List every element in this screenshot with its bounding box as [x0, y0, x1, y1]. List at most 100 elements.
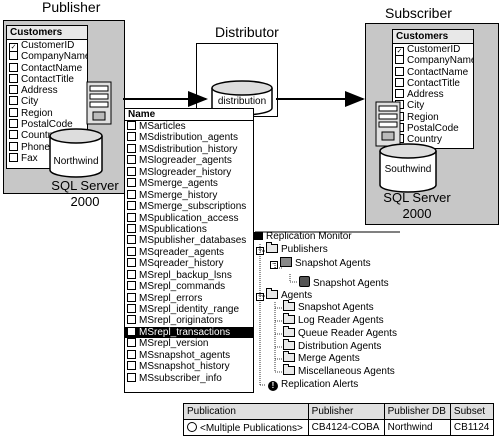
collapse-toggle-icon[interactable]: −	[256, 293, 264, 301]
publisher-field[interactable]: Region	[7, 107, 87, 119]
agent-item-label: Distribution Agents	[298, 341, 382, 352]
checkbox-icon[interactable]	[9, 73, 18, 83]
grid-header-publisher-db[interactable]: Publisher DB	[383, 403, 451, 420]
tree-snapshot-agents-item[interactable]: Snapshot Agents	[299, 276, 389, 289]
tree-replication-alerts[interactable]: !Replication Alerts	[268, 379, 358, 391]
grid-header-publication[interactable]: Publication	[183, 403, 309, 420]
name-column-header[interactable]: Name	[125, 109, 253, 121]
table-list-item[interactable]: MSmerge_agents	[125, 178, 253, 189]
table-list-item[interactable]: MSpublications	[125, 223, 253, 235]
distributor-label: Distributor	[215, 24, 279, 40]
publisher-field[interactable]: Address	[7, 85, 87, 96]
tree-publishers[interactable]: −Publishers	[256, 242, 328, 256]
publisher-field-label: Country	[21, 130, 57, 142]
table-list-item[interactable]: MSsnapshot_history	[125, 361, 253, 372]
checkbox-icon[interactable]	[395, 89, 404, 99]
table-icon	[127, 246, 136, 256]
checkbox-icon[interactable]	[9, 107, 18, 117]
publisher-field[interactable]: PostalCode	[7, 119, 87, 130]
checkbox-icon[interactable]	[395, 66, 404, 76]
checkbox-icon[interactable]	[395, 77, 404, 87]
checkbox-icon[interactable]	[395, 55, 404, 65]
table-list-item[interactable]: MSlogreader_history	[125, 166, 253, 178]
checkbox-icon[interactable]	[9, 130, 18, 140]
tree-agent-item[interactable]: Snapshot Agents	[283, 300, 374, 314]
collapse-toggle-icon[interactable]: −	[270, 261, 278, 269]
subscriber-label: Subscriber	[385, 5, 452, 21]
table-icon	[127, 372, 136, 382]
tree-agent-item[interactable]: Miscellaneous Agents	[283, 364, 395, 378]
subscriber-field[interactable]: CompanyName	[393, 55, 473, 66]
table-list-item[interactable]: MSrepl_originators	[125, 315, 253, 326]
subscriber-field[interactable]: ContactName	[393, 66, 473, 78]
table-list-item[interactable]: MSsubscriber_info	[125, 372, 253, 384]
checkbox-icon[interactable]	[9, 152, 18, 162]
tree-agent-item[interactable]: Distribution Agents	[283, 339, 382, 353]
table-list-item[interactable]: MSrepl_errors	[125, 292, 253, 304]
checkbox-icon[interactable]	[9, 96, 18, 106]
collapse-toggle-icon[interactable]: −	[256, 247, 264, 255]
subscriber-field[interactable]: ContactTitle	[393, 77, 473, 89]
table-icon	[127, 132, 136, 142]
table-list-item-label: MSsnapshot_agents	[139, 349, 231, 361]
table-list-item-label: MSrepl_transactions	[139, 326, 231, 338]
table-list-item[interactable]: MSarticles	[125, 121, 253, 132]
folder-icon	[266, 242, 278, 253]
table-icon	[127, 166, 136, 176]
table-list-item[interactable]: MSsnapshot_agents	[125, 349, 253, 361]
checkbox-icon[interactable]	[9, 62, 18, 72]
tree-agent-item[interactable]: Log Reader Agents	[283, 313, 384, 327]
folder-icon	[283, 339, 295, 350]
publisher-field-label: Address	[21, 85, 58, 97]
publisher-field-label: Fax	[21, 152, 38, 164]
table-list-item[interactable]: MSpublication_access	[125, 212, 253, 224]
table-list-item[interactable]: MSqreader_history	[125, 258, 253, 269]
table-list-item[interactable]: MSrepl_backup_lsns	[125, 269, 253, 281]
grid-cell-subset: CB1124	[449, 419, 495, 436]
publisher-field[interactable]: ContactName	[7, 62, 87, 74]
publisher-field[interactable]: Phone	[7, 141, 87, 153]
subscriber-field-label: Region	[407, 111, 439, 123]
table-list-item[interactable]: MSmerge_subscriptions	[125, 201, 253, 212]
table-list-item[interactable]: MSdistribution_agents	[125, 132, 253, 143]
table-list-item[interactable]: MSdistribution_history	[125, 143, 253, 155]
publisher-field[interactable]: City	[7, 96, 87, 107]
grid-header-subset[interactable]: Subset	[449, 403, 495, 420]
table-list-item[interactable]: MSqreader_agents	[125, 246, 253, 258]
table-list-item[interactable]: MSrepl_identity_range	[125, 304, 253, 315]
table-list-item-label: MSrepl_version	[139, 338, 209, 350]
table-list-item[interactable]: MSrepl_transactions	[125, 326, 253, 339]
checkbox-icon[interactable]	[9, 85, 18, 95]
publisher-field[interactable]: CompanyName	[7, 51, 87, 62]
tree-agents[interactable]: −Agents	[256, 288, 312, 302]
grid-header-row: Publication Publisher Publisher DB Subse…	[183, 403, 495, 420]
grid-header-publisher[interactable]: Publisher	[307, 403, 385, 420]
checkbox-icon[interactable]	[9, 51, 18, 61]
checkbox-icon[interactable]	[9, 119, 18, 129]
folder-icon	[266, 288, 278, 299]
agent-item-label: Snapshot Agents	[298, 302, 374, 313]
tree-agent-item[interactable]: Merge Agents	[283, 351, 360, 365]
publisher-field[interactable]: ContactTitle	[7, 73, 87, 85]
publisher-field[interactable]: Fax	[7, 152, 87, 164]
subscriber-field[interactable]: Address	[393, 89, 473, 100]
publisher-field[interactable]: Country	[7, 130, 87, 141]
checkbox-icon[interactable]	[9, 141, 18, 151]
northwind-db-label: Northwind	[53, 156, 99, 167]
table-list-item[interactable]: MSrepl_version	[125, 338, 253, 349]
grid-row[interactable]: <Multiple Publications> CB4124-COBA Nort…	[183, 419, 495, 436]
table-list-item-label: MSlogreader_agents	[139, 155, 232, 167]
table-list-item[interactable]: MSpublisher_databases	[125, 235, 253, 246]
publication-value: <Multiple Publications>	[200, 422, 303, 434]
tree-replication-monitor[interactable]: Replication Monitor	[254, 231, 352, 243]
folder-icon	[283, 326, 295, 337]
publication-status-icon	[187, 421, 197, 432]
table-list-item[interactable]: MSmerge_history	[125, 189, 253, 201]
tree-agent-item[interactable]: Queue Reader Agents	[283, 326, 397, 340]
subscriber-field-label: City	[407, 100, 425, 112]
table-list-item[interactable]: MSrepl_commands	[125, 281, 253, 292]
subscriber-sql-line2: 2000	[402, 206, 432, 221]
tree-snapshot-agents-group[interactable]: −Snapshot Agents	[270, 257, 371, 269]
table-list-item[interactable]: MSlogreader_agents	[125, 155, 253, 166]
